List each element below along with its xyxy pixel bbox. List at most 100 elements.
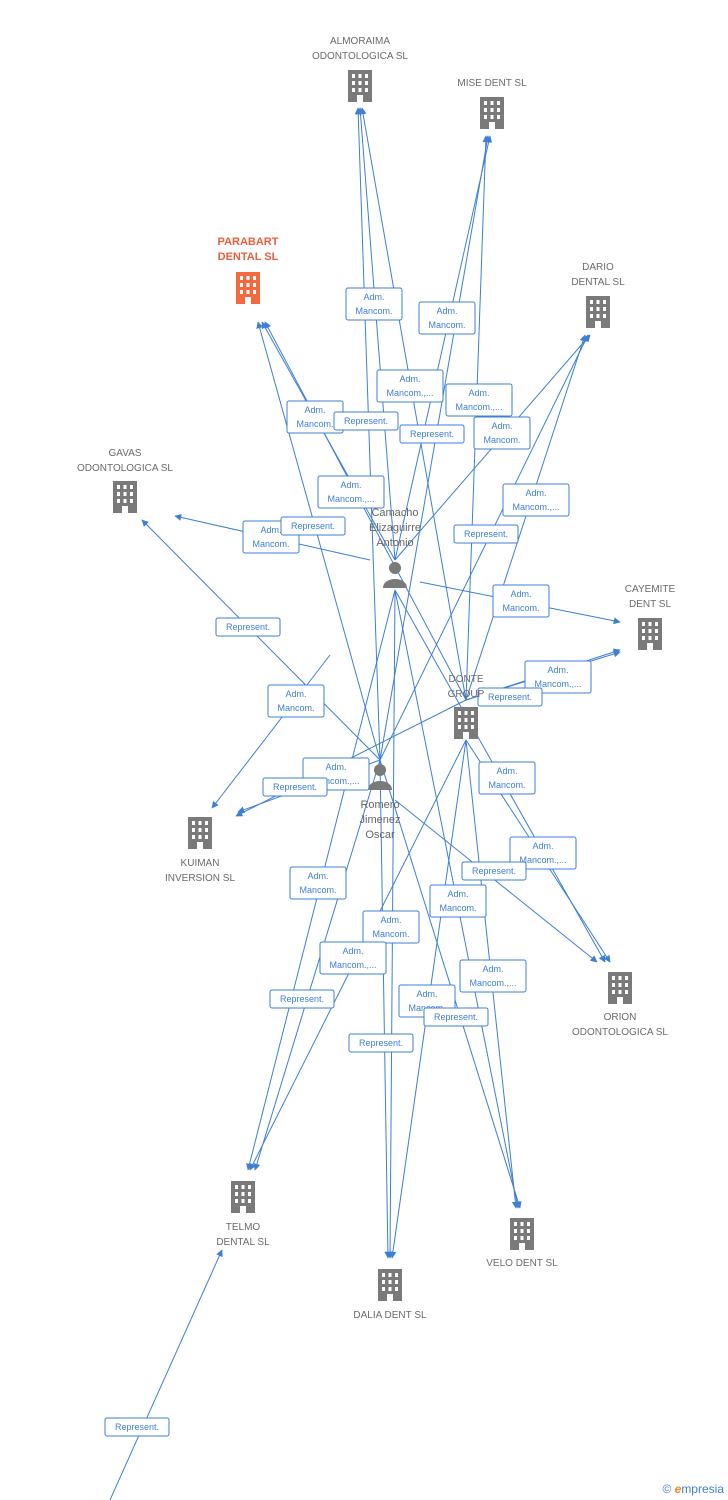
edge-label[interactable]: Adm.Mancom. <box>492 584 550 618</box>
edge-label[interactable]: Adm.Mancom.,... <box>319 941 387 975</box>
brand-letter: e <box>674 1482 682 1496</box>
node-dalia[interactable]: DALIA DENT SL <box>353 1269 427 1321</box>
node-label: ALMORAIMA <box>330 36 390 47</box>
node-kuiman[interactable]: KUIMAN INVERSION SL <box>165 817 235 884</box>
node-donte[interactable]: DONTE GROUP <box>448 674 485 739</box>
node-label: GROUP <box>448 689 485 700</box>
building-icon <box>454 707 478 739</box>
node-label: PARABART <box>218 236 279 248</box>
edge-label[interactable]: Adm.Mancom. <box>286 400 344 434</box>
edge-label-text: Represent. <box>410 429 454 439</box>
building-icon <box>510 1218 534 1250</box>
edge-label-text: Represent. <box>273 782 317 792</box>
node-label: Oscar <box>365 829 395 841</box>
node-label: DONTE <box>449 674 484 685</box>
edge-line <box>359 107 467 701</box>
edge-label[interactable]: Adm.Mancom. <box>362 910 420 944</box>
node-label: ORION <box>604 1012 637 1023</box>
edge-label-text: Represent. <box>291 521 335 531</box>
node-label: DALIA DENT SL <box>353 1310 427 1321</box>
edge-label-box <box>461 861 527 881</box>
edge-label[interactable]: Represent. <box>262 777 328 797</box>
edge-label-box <box>429 884 487 918</box>
edge-label[interactable]: Adm.Mancom.,... <box>509 836 577 870</box>
edge-label-box <box>502 483 570 517</box>
edge-label[interactable]: Represent. <box>477 687 543 707</box>
edge-label[interactable]: Represent. <box>269 989 335 1009</box>
edge-label-text: Adm. <box>325 762 346 772</box>
edge-label[interactable]: Adm.Mancom.,... <box>376 369 444 403</box>
edge-label[interactable]: Adm.Mancom. <box>267 684 325 718</box>
edge-label-text: Represent. <box>434 1012 478 1022</box>
edge-label[interactable]: Represent. <box>461 861 527 881</box>
edge-label-text: Mancom. <box>355 306 392 316</box>
edge-label-text: Mancom. <box>428 320 465 330</box>
edge-label[interactable]: Represent. <box>453 524 519 544</box>
edge-label[interactable]: Adm.Mancom.,... <box>502 483 570 517</box>
edge-label[interactable]: Represent. <box>104 1417 170 1437</box>
edge-label[interactable]: Adm.Mancom. <box>429 884 487 918</box>
edge-label[interactable]: Adm.Mancom. <box>289 866 347 900</box>
node-label: ODONTOLOGICA SL <box>77 463 173 474</box>
node-mise[interactable]: MISE DENT SL <box>457 78 527 129</box>
node-label: DARIO <box>582 262 614 273</box>
edge-line <box>141 519 381 761</box>
edge-label-text: Adm. <box>285 689 306 699</box>
edge-label[interactable]: Adm. Mancom. <box>418 301 476 335</box>
edge-label[interactable]: Represent. <box>215 617 281 637</box>
edge-label-text: Mancom.,... <box>469 978 516 988</box>
node-label: Elizaguirre <box>369 522 421 534</box>
edge-label-text: Adm. <box>380 915 401 925</box>
node-label: GAVAS <box>109 448 142 459</box>
edge-label[interactable]: Adm. Mancom.,... <box>459 959 527 993</box>
edge-label-text: Mancom.,... <box>519 855 566 865</box>
node-label: TELMO <box>226 1222 261 1233</box>
edge-label[interactable]: Adm.Mancom.,... <box>445 383 513 417</box>
person-icon <box>383 562 407 588</box>
edge-label-box <box>345 287 403 321</box>
edge-label-text: Adm. <box>468 388 489 398</box>
edge-line <box>379 759 392 1259</box>
node-velo[interactable]: VELO DENT SL <box>486 1218 558 1269</box>
edge-label-text: Adm. <box>482 964 503 974</box>
edge-label[interactable]: Represent. <box>280 516 346 536</box>
edge-label-text: Adm. <box>436 306 457 316</box>
edge-label-text: Mancom. <box>299 885 336 895</box>
edge-label-text: Mancom.,... <box>327 494 374 504</box>
node-gavas[interactable]: GAVAS ODONTOLOGICA SL <box>77 448 173 513</box>
edge-label[interactable]: Represent. <box>423 1007 489 1027</box>
building-icon <box>231 1181 255 1213</box>
edge-label[interactable]: Represent. <box>399 424 465 444</box>
edge-label-text: Mancom. <box>439 903 476 913</box>
edge-label[interactable]: Represent. <box>348 1033 414 1053</box>
edge-label-text: Adm. <box>416 989 437 999</box>
edge-layer <box>109 107 621 1500</box>
edge-label-text: Adm. <box>342 946 363 956</box>
edge-label-box <box>267 684 325 718</box>
building-icon <box>378 1269 402 1301</box>
edge-label-box <box>262 777 328 797</box>
edge-label-text: Adm. <box>363 292 384 302</box>
node-label: INVERSION SL <box>165 873 235 884</box>
edge-line <box>211 654 331 809</box>
edge-label-text: Adm. <box>496 766 517 776</box>
edge-label[interactable]: Represent. <box>333 411 399 431</box>
edge-label-text: Adm. <box>491 421 512 431</box>
edge-line <box>264 321 467 701</box>
edge-label[interactable]: Adm.Mancom.,... <box>317 475 385 509</box>
edge-label[interactable]: Adm. Mancom. <box>345 287 403 321</box>
edge-label[interactable]: Adm.Mancom. <box>473 416 531 450</box>
edge-label[interactable]: Adm.Mancom. <box>478 761 536 795</box>
node-label: DENT SL <box>629 599 671 610</box>
edge-label[interactable]: Adm.Mancom.,... <box>524 660 592 694</box>
node-label: KUIMAN <box>181 858 220 869</box>
